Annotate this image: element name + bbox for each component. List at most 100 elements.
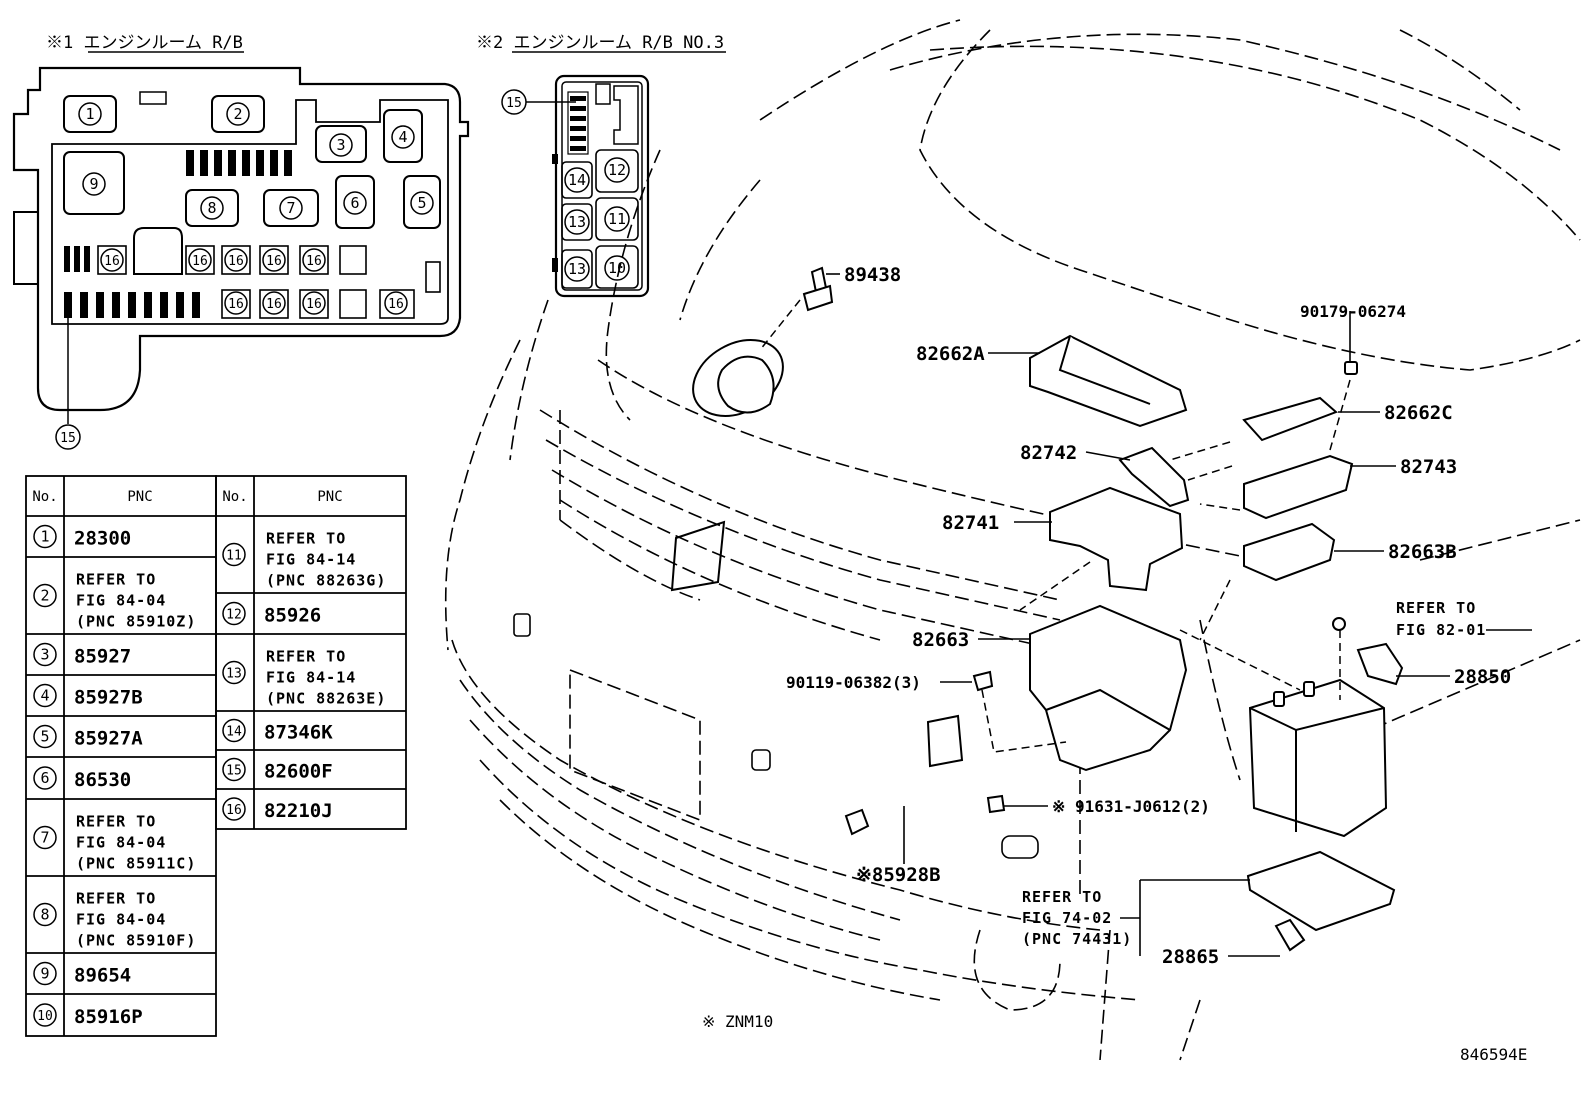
row-pnc: 82600F [264, 761, 333, 783]
callout-82743: 82743 [1400, 456, 1457, 478]
svg-text:16: 16 [228, 254, 244, 269]
row-pnc-ref-line: FIG 84-04 [76, 911, 166, 929]
row-pnc: 85927A [74, 728, 143, 750]
row-number: 15 [226, 764, 242, 779]
row-pnc-ref-line: REFER TO [76, 571, 156, 589]
row-number: 4 [40, 687, 49, 705]
row-pnc-ref-line: (PNC 85910F) [76, 932, 196, 950]
table-row: 8 REFER TO FIG 84-04 (PNC 85910F) [33, 890, 196, 950]
rb-circle-3: 3 [329, 133, 353, 157]
rb3-circle-13b: 13 [564, 256, 590, 282]
callout-90119-06382: 90119-06382(3) [786, 673, 921, 692]
row-number: 12 [226, 608, 242, 623]
rb-circle-8: 8 [200, 196, 224, 220]
rb-fuse-16: 16 [100, 248, 124, 272]
row-pnc-ref-line: REFER TO [76, 813, 156, 831]
row-pnc-ref-line: FIG 84-04 [76, 834, 166, 852]
svg-text:14: 14 [568, 171, 586, 189]
vehicle-details [513, 520, 1039, 859]
svg-text:16: 16 [104, 254, 120, 269]
row-number: 1 [40, 528, 49, 546]
rb-fuse-16: 16 [224, 248, 248, 272]
row-number: 13 [226, 667, 242, 682]
callout-82742: 82742 [1020, 442, 1077, 464]
svg-text:13: 13 [568, 213, 586, 231]
ref-fig-74-02-line2: FIG 74-02 [1022, 909, 1112, 927]
svg-text:13: 13 [568, 260, 586, 278]
row-pnc: 87346K [264, 722, 333, 744]
callout-28850: 28850 [1454, 666, 1511, 688]
svg-text:16: 16 [266, 254, 282, 269]
row-pnc-ref-line: FIG 84-14 [266, 551, 356, 569]
svg-text:3: 3 [336, 136, 345, 154]
callout-90179-06274: 90179-06274 [1300, 302, 1406, 321]
rb3-circle-13: 13 [564, 209, 590, 235]
rb-circle-4: 4 [391, 125, 415, 149]
row-pnc-ref-line: (PNC 88263E) [266, 690, 386, 708]
rb-fuse-16: 16 [188, 248, 212, 272]
svg-text:9: 9 [89, 175, 98, 193]
engine-room-rb-no3-group: ※2 エンジンルーム R/B NO.3 12 14 11 13 10 13 [476, 33, 726, 298]
callout-82663: 82663 [912, 629, 969, 651]
engine-room-rb-no3-title: ※2 エンジンルーム R/B NO.3 [476, 33, 724, 53]
table-row: 2 REFER TO FIG 84-04 (PNC 85910Z) [33, 571, 196, 631]
ref-fig-74-02-line3: (PNC 74431) [1022, 930, 1132, 948]
table-row: 15 82600F [222, 757, 333, 783]
row-number: 14 [226, 725, 242, 740]
row-number: 2 [40, 587, 49, 605]
row-pnc-ref-line: (PNC 85910Z) [76, 613, 196, 631]
table-header-pnc: PNC [317, 489, 342, 505]
svg-text:5: 5 [417, 194, 426, 212]
callout-28865: 28865 [1162, 946, 1219, 968]
callout-82662c: 82662C [1384, 402, 1453, 424]
svg-text:16: 16 [266, 297, 282, 312]
callout-82663b: 82663B [1388, 541, 1457, 563]
row-pnc-ref-line: FIG 84-04 [76, 592, 166, 610]
table-header-pnc: PNC [127, 489, 152, 505]
rb-circle-5: 5 [410, 191, 434, 215]
rb3-circle-11: 11 [604, 206, 630, 232]
svg-text:1: 1 [85, 105, 94, 123]
row-pnc-ref-line: REFER TO [76, 890, 156, 908]
svg-text:2: 2 [233, 105, 242, 123]
row-number: 9 [40, 965, 49, 983]
svg-text:16: 16 [192, 254, 208, 269]
row-number: 8 [40, 906, 49, 924]
row-pnc-ref-line: (PNC 85911C) [76, 855, 196, 873]
row-pnc: 86530 [74, 769, 131, 791]
rb3-leader-15: 15 [501, 89, 527, 115]
row-pnc-ref-line: REFER TO [266, 648, 346, 666]
svg-text:11: 11 [608, 210, 626, 228]
rb-leader-15: 15 [55, 424, 81, 450]
rb-circle-1: 1 [78, 102, 102, 126]
svg-text:16: 16 [306, 297, 322, 312]
table-header-no: No. [32, 489, 57, 505]
callout-labels: 89438 90179-06274 82662A 82662C 82742 82… [702, 264, 1532, 1064]
callout-85928b: ※85928B [856, 864, 941, 886]
parts-silhouettes [692, 266, 1404, 952]
rb-fuse-16: 16 [262, 291, 286, 315]
svg-text:7: 7 [286, 199, 295, 217]
row-number: 3 [40, 646, 49, 664]
callout-89438: 89438 [844, 264, 901, 286]
engine-room-rb-group: ※1 エンジンルーム R/B [12, 33, 470, 450]
row-number: 10 [37, 1009, 53, 1024]
rb3-circle-14: 14 [564, 167, 590, 193]
rb3-circle-10: 10 [604, 255, 630, 281]
rb-circle-6: 6 [343, 191, 367, 215]
callout-leaders [826, 273, 1450, 957]
ref-fig-82-01-line1: REFER TO [1396, 599, 1476, 617]
rb-circle-2: 2 [226, 102, 250, 126]
